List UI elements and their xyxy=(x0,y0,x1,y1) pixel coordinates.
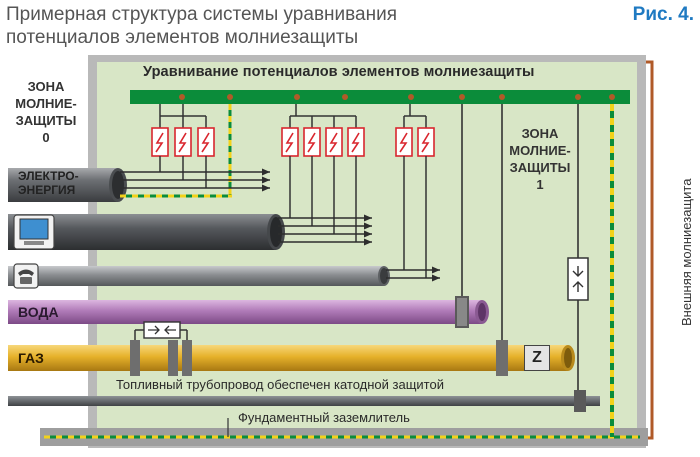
telephone-icon xyxy=(13,263,39,289)
bus-tap-points xyxy=(179,94,615,100)
spark-gap-fuel xyxy=(567,257,589,301)
zone-1-line-1: ЗОНА xyxy=(521,126,559,141)
power-label-line-2: ЭНЕРГИЯ xyxy=(18,183,76,197)
earth-label: Фундаментный заземлитель xyxy=(238,410,410,425)
title-line-1: Примерная структура системы уравнивания xyxy=(6,4,397,25)
pipe-fuel xyxy=(8,390,600,412)
external-protection-label: Внешняя молниезащита xyxy=(679,178,694,326)
external-down-conductor xyxy=(646,60,654,440)
zone-0-label: ЗОНА МОЛНИЕ- ЗАЩИТЫ 0 xyxy=(4,78,88,146)
zone-0-line-1: ЗОНА xyxy=(27,79,65,94)
pipe-gas xyxy=(8,329,575,376)
zone-0-line-4: 0 xyxy=(42,130,50,145)
surge-arrester-group-1 xyxy=(151,104,215,188)
figure-label: Рис. 4. xyxy=(632,4,694,25)
surge-arrester-group-2 xyxy=(281,104,365,242)
equipotential-bus xyxy=(130,90,630,104)
zone-1-line-2: МОЛНИЕ- xyxy=(509,143,571,158)
pipe-power xyxy=(8,168,270,202)
pipe-water xyxy=(8,296,489,328)
zone-0-line-3: ЗАЩИТЫ xyxy=(15,113,77,128)
zone-0-line-2: МОЛНИЕ- xyxy=(15,96,77,111)
computer-icon xyxy=(13,214,55,250)
surge-arrester-group-3 xyxy=(395,104,435,278)
bus-label: Уравнивание потенциалов элементов молние… xyxy=(143,64,535,80)
gas-meter: Z xyxy=(524,345,550,371)
zone-1-line-4: 1 xyxy=(536,177,544,192)
gas-label: ГАЗ xyxy=(18,350,44,366)
zone-1-line-3: ЗАЩИТЫ xyxy=(509,160,571,175)
spark-gap-gas xyxy=(143,321,181,339)
fuel-note: Топливный трубопровод обеспечен катодной… xyxy=(116,377,444,392)
zone-1-label: ЗОНА МОЛНИЕ- ЗАЩИТЫ 1 xyxy=(500,125,580,193)
title-line-2: потенциалов элементов молниезащиты xyxy=(6,27,359,48)
power-label-line-1: ЭЛЕКТРО- xyxy=(18,169,79,183)
pipe-telephone xyxy=(8,266,440,286)
power-label: ЭЛЕКТРО- ЭНЕРГИЯ xyxy=(18,169,79,197)
water-label: ВОДА xyxy=(18,304,59,320)
